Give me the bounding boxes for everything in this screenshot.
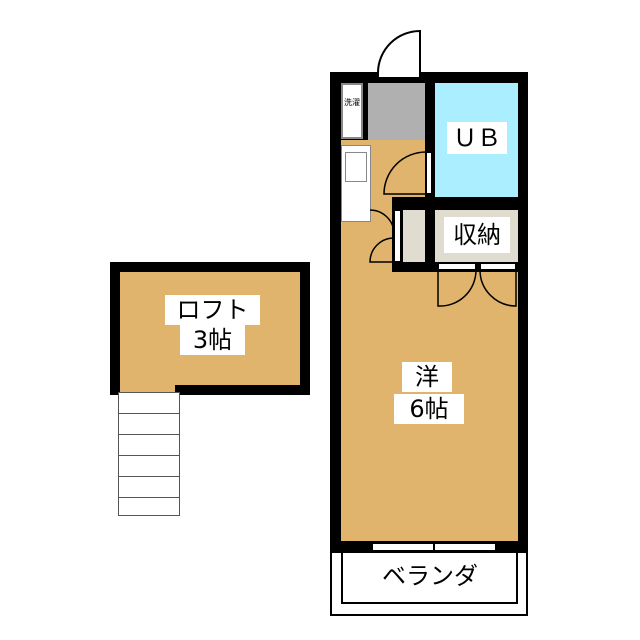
small-closet	[403, 210, 425, 262]
washer-label: 洗濯	[344, 98, 360, 107]
veranda-label: ベランダ	[360, 560, 500, 592]
closet-door[interactable]	[394, 210, 401, 262]
stair-step	[119, 497, 179, 498]
stair-step	[119, 455, 179, 456]
storage-door-swing-icon	[437, 270, 517, 307]
window-divider	[433, 541, 435, 553]
bathroom-door-swing-icon	[383, 151, 427, 195]
loft-stairs	[118, 392, 180, 516]
closet-door-swing-icon	[369, 209, 395, 263]
loft-opening	[120, 384, 175, 392]
loft-name: ロフト	[165, 295, 260, 325]
stair-step	[119, 434, 179, 435]
washer-space	[341, 83, 363, 139]
veranda	[330, 552, 528, 616]
veranda-inner	[341, 552, 518, 604]
entrance-area	[368, 83, 425, 140]
storage-label: 収納	[444, 217, 510, 253]
storage-door-left[interactable]	[438, 263, 476, 270]
stair-step	[119, 476, 179, 477]
bathroom-door[interactable]	[426, 152, 432, 194]
western-room-size: 6帖	[394, 394, 464, 424]
storage-door-right[interactable]	[480, 263, 516, 270]
entrance-door-swing-icon	[377, 29, 421, 74]
western-room-name: 洋	[402, 362, 452, 392]
stair-step	[119, 413, 179, 414]
kitchen-sink	[345, 152, 367, 182]
loft-size: 3帖	[180, 325, 245, 355]
bath-label: ＵＢ	[447, 122, 507, 154]
